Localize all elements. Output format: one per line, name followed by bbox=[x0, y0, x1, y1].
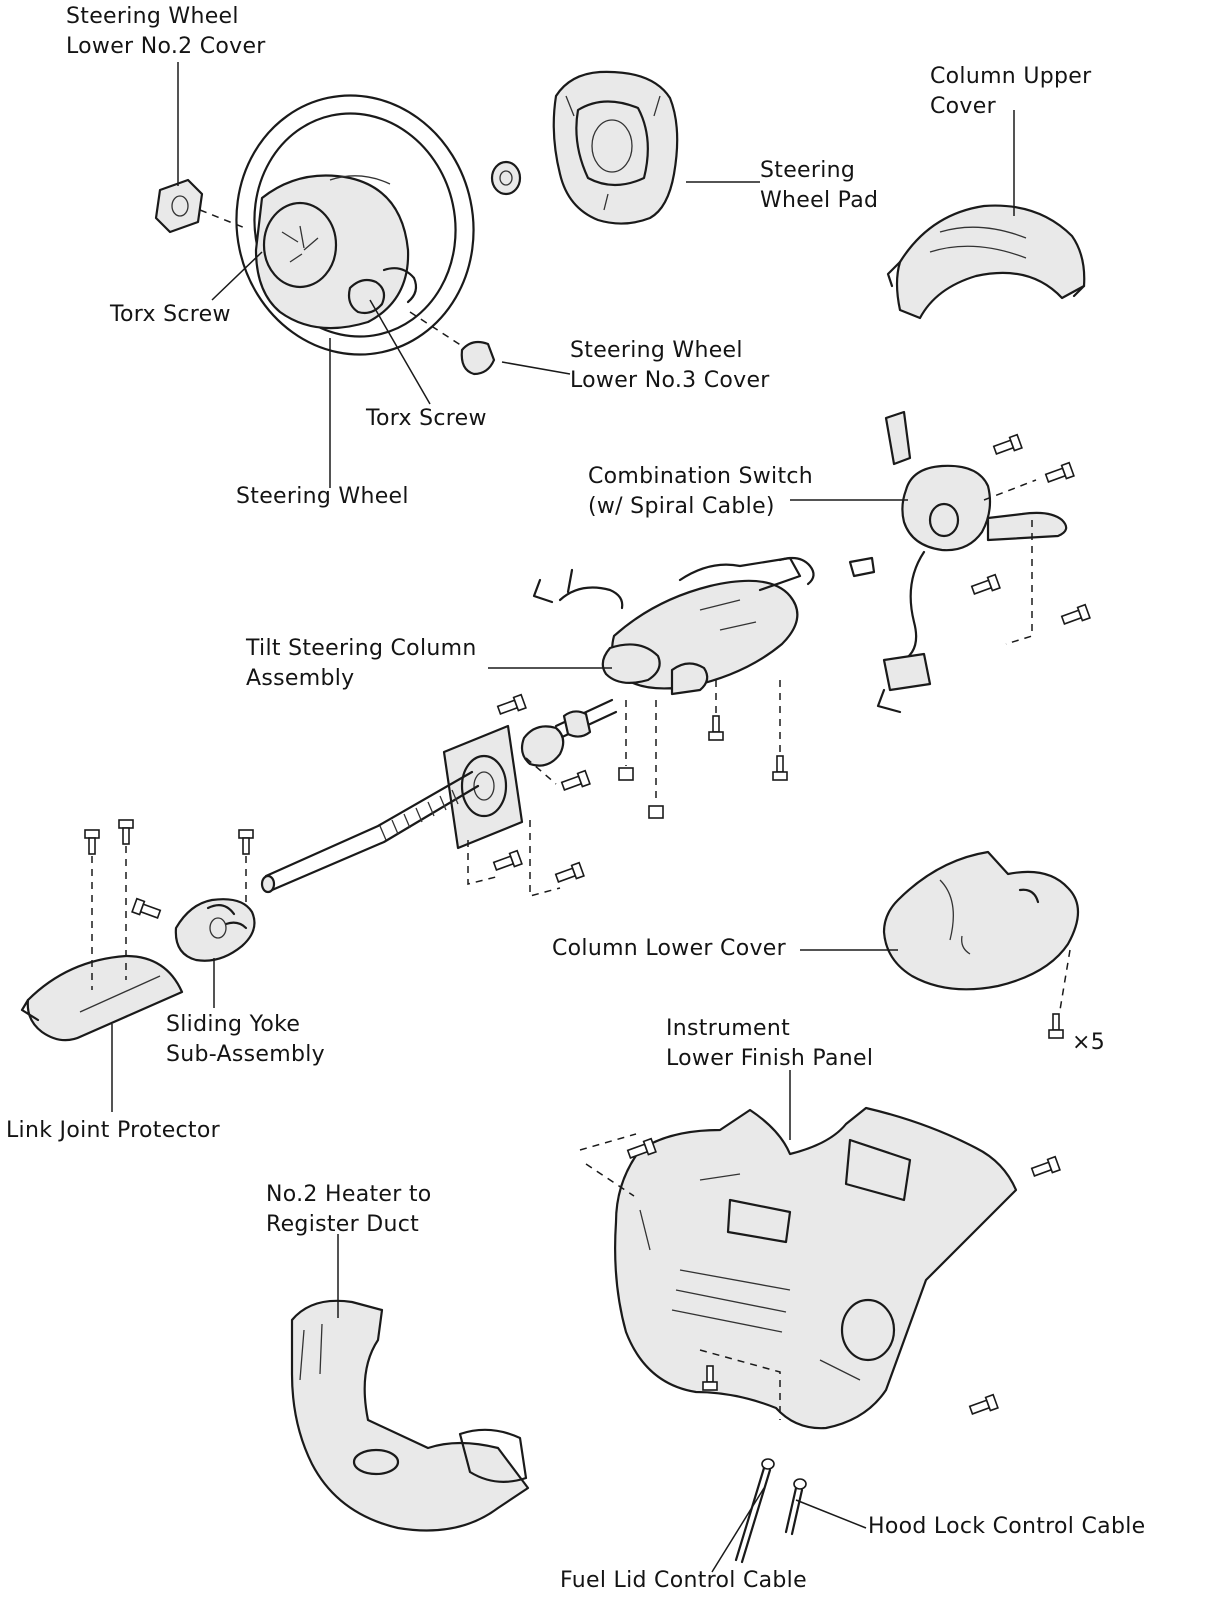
vertical-bolts bbox=[84, 715, 1064, 1391]
label-line: Instrument bbox=[666, 1016, 791, 1041]
heater-duct-part bbox=[290, 1299, 530, 1532]
leader-lines bbox=[111, 62, 1015, 1573]
intermediate-shaft-part bbox=[260, 770, 480, 894]
label-column-lower-cover: Column Lower Cover bbox=[552, 936, 786, 961]
label-tilt-steering-column-assembly: Tilt Steering Column Assembly bbox=[246, 634, 477, 694]
label-line: Sub-Assembly bbox=[166, 1042, 325, 1067]
label-torx-screw-center: Torx Screw bbox=[366, 406, 487, 431]
label-steering-wheel-lower-no2-cover: Steering Wheel Lower No.2 Cover bbox=[66, 2, 266, 62]
label-no2-heater-to-register-duct: No.2 Heater to Register Duct bbox=[266, 1180, 432, 1240]
label-combination-switch: Combination Switch (w/ Spiral Cable) bbox=[588, 462, 813, 522]
sliding-yoke-part bbox=[174, 898, 256, 962]
label-sliding-yoke-sub-assembly: Sliding Yoke Sub-Assembly bbox=[166, 1010, 325, 1070]
instrument-lower-finish-panel-part bbox=[614, 1106, 1018, 1430]
column-lower-cover-part bbox=[882, 850, 1079, 991]
label-line: Steering Wheel bbox=[570, 338, 743, 363]
lower-no3-cover-part bbox=[460, 340, 496, 376]
combination-switch-part bbox=[876, 410, 1068, 714]
label-line: No.2 Heater to bbox=[266, 1182, 432, 1207]
label-hood-lock-control-cable: Hood Lock Control Cable bbox=[868, 1514, 1146, 1539]
steering-wheel-part bbox=[235, 94, 475, 356]
label-line: Assembly bbox=[246, 666, 355, 691]
label-line: Lower No.3 Cover bbox=[570, 368, 770, 393]
cables-part bbox=[734, 1458, 807, 1564]
label-line: Steering Wheel bbox=[66, 4, 239, 29]
label-line: Sliding Yoke bbox=[166, 1012, 301, 1037]
label-fuel-lid-control-cable: Fuel Lid Control Cable bbox=[560, 1568, 807, 1593]
pad-nut-part bbox=[490, 160, 522, 196]
label-line: (w/ Spiral Cable) bbox=[588, 494, 775, 519]
label-link-joint-protector: Link Joint Protector bbox=[6, 1118, 220, 1143]
link-joint-protector-part bbox=[20, 954, 184, 1042]
label-torx-screw-left: Torx Screw bbox=[110, 302, 231, 327]
steering-wheel-pad-part bbox=[552, 70, 679, 225]
lower-no2-cover-part bbox=[154, 178, 204, 234]
label-line: Tilt Steering Column bbox=[246, 636, 477, 661]
label-line: Combination Switch bbox=[588, 464, 814, 489]
label-line: Column Upper bbox=[930, 64, 1092, 89]
label-line: Cover bbox=[930, 94, 996, 119]
tilt-column-bracket-part bbox=[532, 556, 876, 696]
label-steering-wheel: Steering Wheel bbox=[236, 484, 409, 509]
label-steering-wheel-pad: Steering Wheel Pad bbox=[760, 156, 878, 216]
label-steering-wheel-lower-no3-cover: Steering Wheel Lower No.3 Cover bbox=[570, 336, 770, 396]
column-upper-cover-part bbox=[886, 204, 1086, 320]
label-instrument-lower-finish-panel: Instrument Lower Finish Panel bbox=[666, 1014, 873, 1074]
bolts bbox=[131, 433, 1091, 1415]
label-line: Lower No.2 Cover bbox=[66, 34, 266, 59]
label-line: Register Duct bbox=[266, 1212, 420, 1237]
column-flange-part bbox=[442, 724, 524, 850]
label-column-upper-cover: Column Upper Cover bbox=[930, 62, 1091, 122]
label-line: Steering bbox=[760, 158, 856, 183]
label-line: Wheel Pad bbox=[760, 188, 879, 213]
label-quantity-x5: ×5 bbox=[1072, 1030, 1106, 1055]
label-line: Lower Finish Panel bbox=[666, 1046, 874, 1071]
column-shaft-part bbox=[520, 698, 618, 767]
